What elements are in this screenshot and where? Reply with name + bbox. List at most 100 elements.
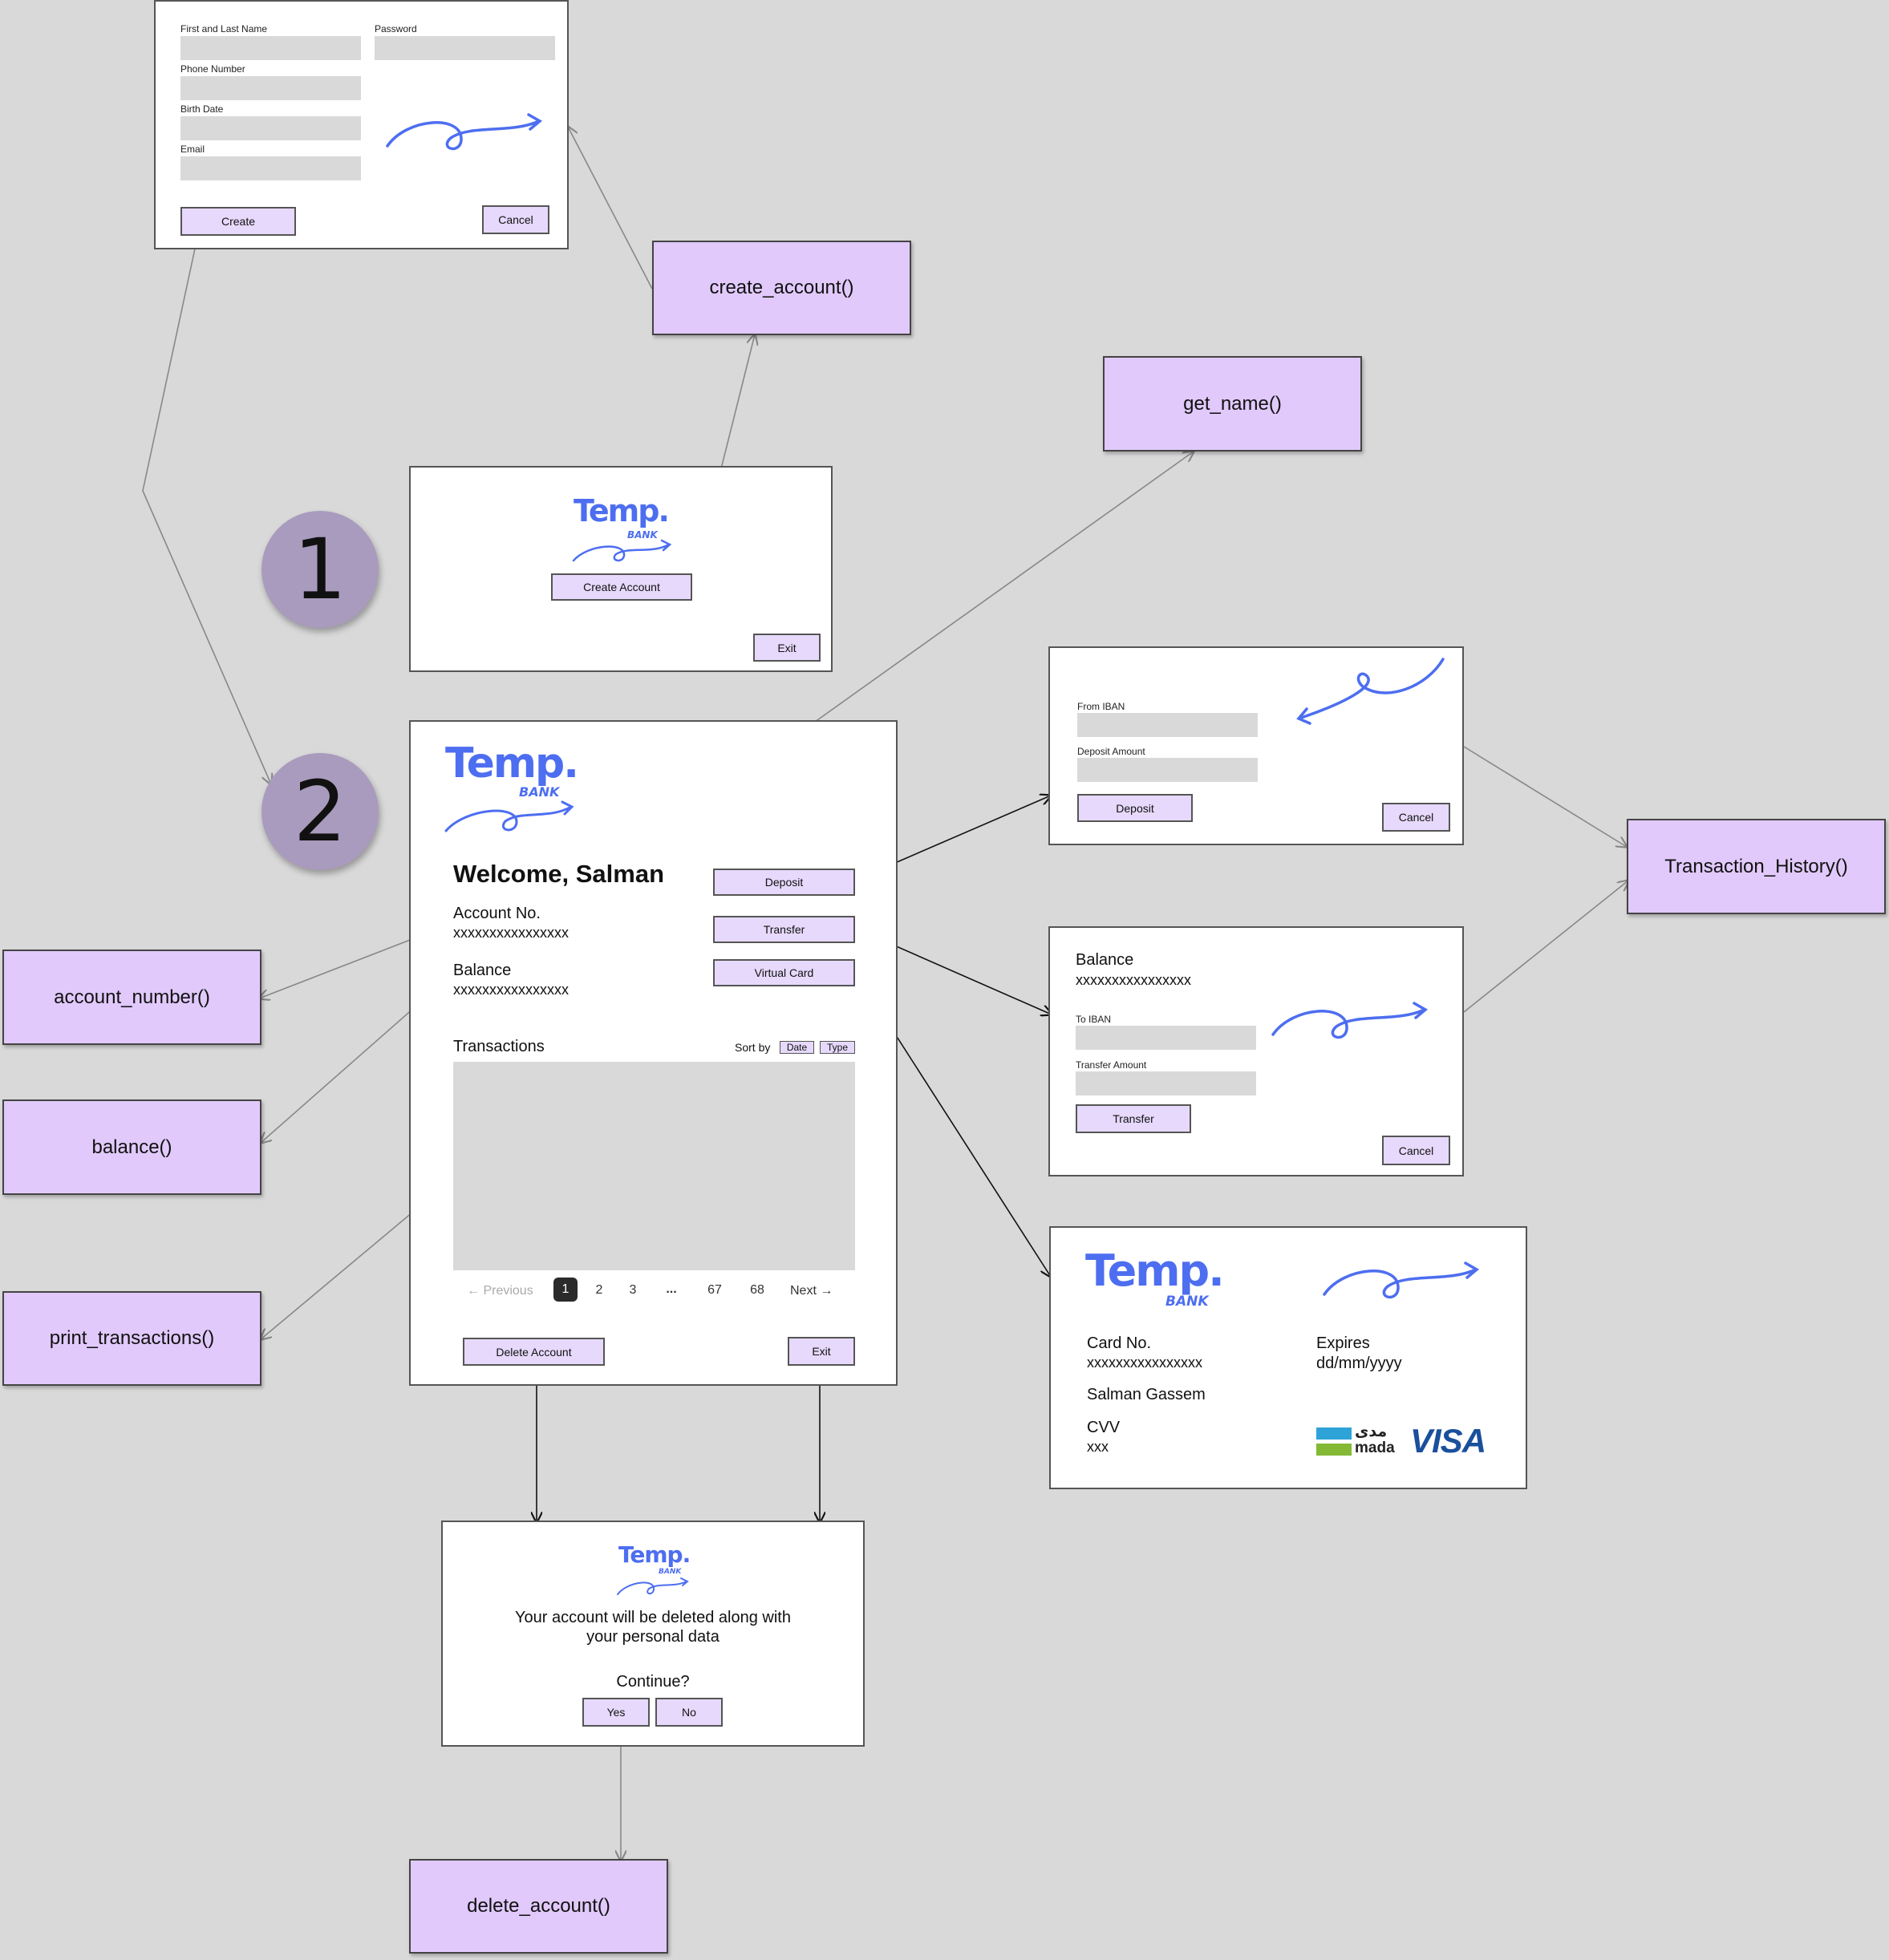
account-number-label: Account No.: [453, 905, 541, 922]
email-field[interactable]: [180, 156, 361, 180]
delete-message-line2: your personal data: [586, 1628, 720, 1646]
to-iban-field[interactable]: [1076, 1026, 1256, 1050]
swoosh-arrow-icon: [386, 113, 543, 151]
deposit-amount-field[interactable]: [1077, 758, 1258, 782]
name-label: First and Last Name: [180, 23, 268, 34]
fn-create-account: create_account(): [652, 241, 911, 335]
connector-deposit-to-history: [1463, 746, 1627, 847]
virtual-card-button[interactable]: Virtual Card: [713, 959, 855, 986]
transactions-list: [453, 1062, 855, 1270]
card-number-value: xxxxxxxxxxxxxxxx: [1087, 1355, 1202, 1371]
step-1-badge: 1: [261, 511, 379, 628]
bank-logo-sub: BANK: [627, 529, 658, 541]
transfer-amount-label: Transfer Amount: [1076, 1059, 1147, 1071]
visa-logo-icon: VISA: [1410, 1422, 1486, 1460]
yes-button[interactable]: Yes: [582, 1698, 650, 1727]
balance-label: Balance: [1076, 951, 1134, 969]
swoosh-arrow-icon: [1323, 1261, 1480, 1299]
no-button[interactable]: No: [655, 1698, 723, 1727]
pagination-previous-label: Previous: [483, 1284, 533, 1298]
bank-logo: Temp.: [618, 1541, 691, 1568]
transfer-button[interactable]: Transfer: [713, 916, 855, 943]
to-iban-label: To IBAN: [1076, 1014, 1112, 1025]
exit-button[interactable]: Exit: [788, 1337, 855, 1366]
cancel-button[interactable]: Cancel: [1382, 1136, 1450, 1165]
cancel-button[interactable]: Cancel: [1382, 803, 1450, 832]
create-account-button[interactable]: Create Account: [551, 573, 692, 601]
mada-arabic-label: مدى: [1355, 1423, 1388, 1440]
password-field[interactable]: [375, 36, 555, 60]
page-3[interactable]: 3: [629, 1283, 637, 1297]
swoosh-arrow-icon: [444, 800, 574, 832]
expires-label: Expires: [1316, 1334, 1370, 1352]
birth-date-field[interactable]: [180, 116, 361, 140]
bank-logo: Temp.: [1085, 1245, 1225, 1296]
swoosh-arrow-icon: [1271, 1002, 1429, 1039]
swoosh-arrow-icon: [572, 539, 672, 562]
pagination-next[interactable]: Next →: [790, 1284, 833, 1298]
email-label: Email: [180, 144, 205, 155]
phone-field[interactable]: [180, 76, 361, 100]
pagination-previous[interactable]: ← Previous: [467, 1284, 533, 1298]
from-iban-field[interactable]: [1077, 713, 1258, 737]
bank-logo-sub: BANK: [519, 784, 560, 800]
swoosh-arrow-icon: [1296, 658, 1445, 725]
sort-date-button[interactable]: Date: [780, 1041, 814, 1054]
step-2-badge: 2: [261, 753, 379, 870]
from-iban-label: From IBAN: [1077, 701, 1125, 712]
transactions-title: Transactions: [453, 1038, 545, 1055]
create-button[interactable]: Create: [180, 207, 296, 236]
account-number-value: xxxxxxxxxxxxxxxx: [453, 925, 569, 941]
deposit-amount-label: Deposit Amount: [1077, 746, 1145, 757]
welcome-heading: Welcome, Salman: [453, 860, 665, 888]
virtual-card-screen: Temp. BANK Card No. xxxxxxxxxxxxxxxx Sal…: [1049, 1226, 1527, 1489]
connector-fn-to-form: [568, 127, 653, 290]
delete-confirm-dialog: Temp. BANK Your account will be deleted …: [441, 1521, 865, 1747]
balance-label: Balance: [453, 962, 512, 979]
mada-logo-icon: مدى mada: [1316, 1423, 1406, 1458]
balance-value: xxxxxxxxxxxxxxxx: [1076, 972, 1191, 988]
deposit-button[interactable]: Deposit: [713, 869, 855, 896]
page-67[interactable]: 67: [707, 1283, 722, 1297]
deposit-submit-button[interactable]: Deposit: [1077, 794, 1193, 822]
balance-value: xxxxxxxxxxxxxxxx: [453, 982, 569, 998]
delete-message-line1: Your account will be deleted along with: [515, 1609, 791, 1626]
birth-date-label: Birth Date: [180, 103, 224, 115]
page-2[interactable]: 2: [595, 1283, 603, 1297]
fn-print-transactions: print_transactions(): [2, 1291, 261, 1386]
name-field[interactable]: [180, 36, 361, 60]
dashboard-screen: Temp. BANK Welcome, Salman Account No. x…: [409, 720, 898, 1386]
fn-transaction-history: Transaction_History(): [1627, 819, 1886, 914]
card-number-label: Card No.: [1087, 1334, 1152, 1352]
transfer-amount-field[interactable]: [1076, 1071, 1256, 1095]
transfer-submit-button[interactable]: Transfer: [1076, 1104, 1191, 1133]
bank-logo-sub: BANK: [1165, 1294, 1209, 1310]
fn-account-number: account_number(): [2, 950, 261, 1045]
cvv-value: xxx: [1087, 1439, 1109, 1455]
delete-account-button[interactable]: Delete Account: [463, 1338, 605, 1366]
sort-type-button[interactable]: Type: [820, 1041, 855, 1054]
connector-transfer-to-history: [1463, 881, 1628, 1013]
create-account-form: First and Last Name Password Phone Numbe…: [154, 0, 569, 249]
bank-logo: Temp.: [574, 493, 670, 528]
sort-by-label: Sort by: [735, 1041, 771, 1054]
page-1-current[interactable]: 1: [553, 1278, 578, 1302]
continue-question: Continue?: [616, 1673, 690, 1691]
card-holder-name: Salman Gassem: [1087, 1386, 1206, 1403]
page-68[interactable]: 68: [750, 1283, 764, 1297]
mada-label: mada: [1355, 1440, 1395, 1456]
page-ellipsis: ...: [666, 1282, 677, 1296]
cvv-label: CVV: [1087, 1419, 1121, 1436]
swoosh-arrow-icon: [617, 1577, 689, 1595]
fn-balance: balance(): [2, 1099, 261, 1195]
fn-delete-account: delete_account(): [409, 1859, 668, 1954]
phone-label: Phone Number: [180, 63, 245, 75]
fn-get-name: get_name(): [1103, 356, 1362, 452]
start-screen: Temp. BANK Create Account Exit: [409, 466, 833, 672]
expires-value: dd/mm/yyyy: [1316, 1355, 1402, 1372]
cancel-button[interactable]: Cancel: [482, 205, 549, 234]
bank-logo-sub: BANK: [659, 1568, 682, 1576]
exit-button[interactable]: Exit: [753, 634, 821, 662]
deposit-screen: From IBAN Deposit Amount Deposit Cancel: [1048, 646, 1464, 845]
